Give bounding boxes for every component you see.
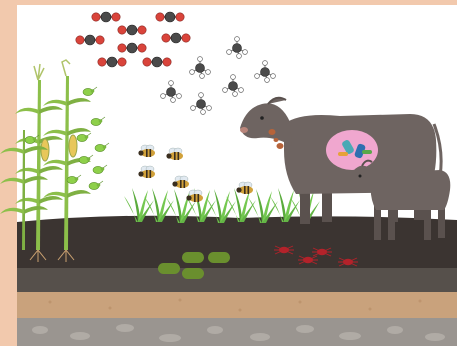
carbon-dioxide-molecule-icon [143,57,171,67]
carbon-dioxide-molecule-icon [76,35,104,45]
soil-mite-icon [312,248,332,256]
soil-mite-icon [274,246,294,254]
soil-bacteria-icon [158,263,180,274]
carbon-dioxide-molecule-icon [118,25,146,35]
carbon-dioxide-molecule-icon [162,33,190,43]
soil-mite-icon [338,258,358,266]
carbon-dioxide-molecule-icon [92,12,120,22]
soil-bacteria-icon [182,252,204,263]
soil-bacteria-icon [182,268,204,279]
soil-mite-icon [298,256,318,264]
clay-layer [17,292,457,320]
subsoil-layer [17,268,457,296]
carbon-dioxide-molecule-icon [118,43,146,53]
soil-bacteria-icon [208,252,230,263]
carbon-dioxide-molecule-icon [156,12,184,22]
carbon-dioxide-molecule-icon [98,57,126,67]
